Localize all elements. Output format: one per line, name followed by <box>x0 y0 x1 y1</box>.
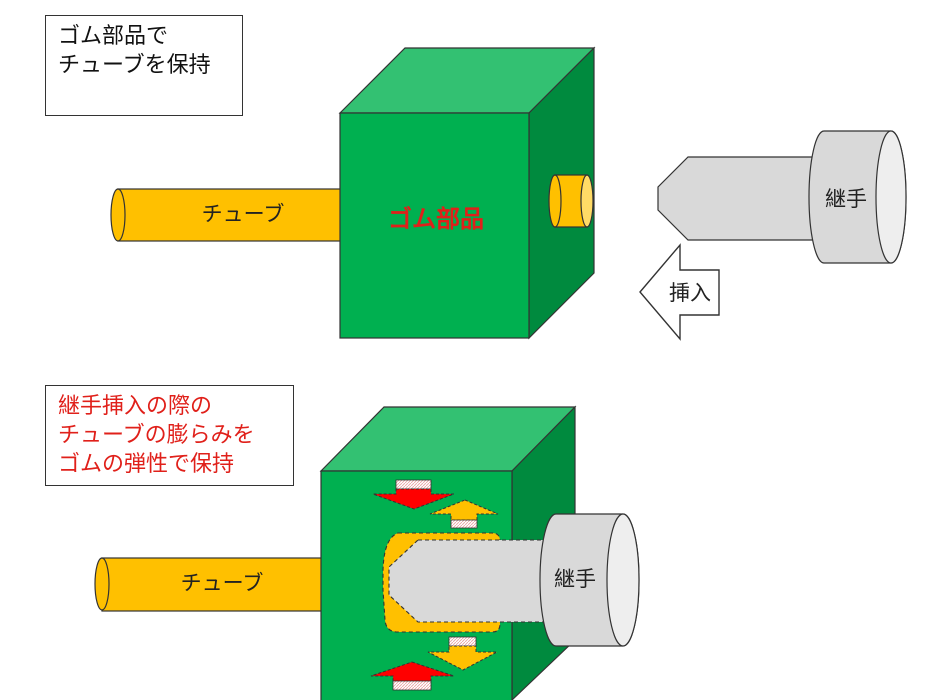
top-tube: チューブ <box>110 188 345 242</box>
top-rubber-label: ゴム部品 <box>388 205 484 233</box>
upper-force-arrows <box>372 479 499 529</box>
top-fitting-label: 継手 <box>825 187 867 211</box>
insert-arrow: 挿入 <box>639 243 720 341</box>
top-fitting: 継手 <box>657 130 907 264</box>
note-bottom: 継手挿入の際の チューブの膨らみを ゴムの弾性で保持 <box>45 385 294 486</box>
lower-force-arrows <box>370 636 498 691</box>
insert-label: 挿入 <box>669 281 711 305</box>
bottom-fitting: 継手 <box>388 513 640 647</box>
note-top-line-1: ゴム部品で <box>58 24 169 49</box>
bottom-fitting-label: 継手 <box>554 567 596 591</box>
lower-yellow-arrow <box>427 645 498 671</box>
note-top-line-2: チューブを保持 <box>58 53 211 78</box>
top-diagram: チューブ ゴム部品 継手 挿入 <box>110 46 907 341</box>
upper-red-arrow <box>372 488 455 510</box>
bottom-tube-label: チューブ <box>181 571 264 595</box>
note-bottom-line-2: チューブの膨らみを <box>58 423 255 448</box>
note-top: ゴム部品で チューブを保持 <box>45 15 243 116</box>
note-bottom-line-1: 継手挿入の際の <box>58 394 213 419</box>
bottom-tube: チューブ <box>94 557 325 612</box>
bottom-diagram: チューブ 継手 <box>94 405 640 700</box>
top-rubber-block: ゴム部品 <box>338 46 596 340</box>
note-bottom-line-3: ゴムの弾性で保持 <box>58 452 235 477</box>
top-tube-label: チューブ <box>202 202 285 226</box>
top-rubber-front-face <box>339 112 530 339</box>
